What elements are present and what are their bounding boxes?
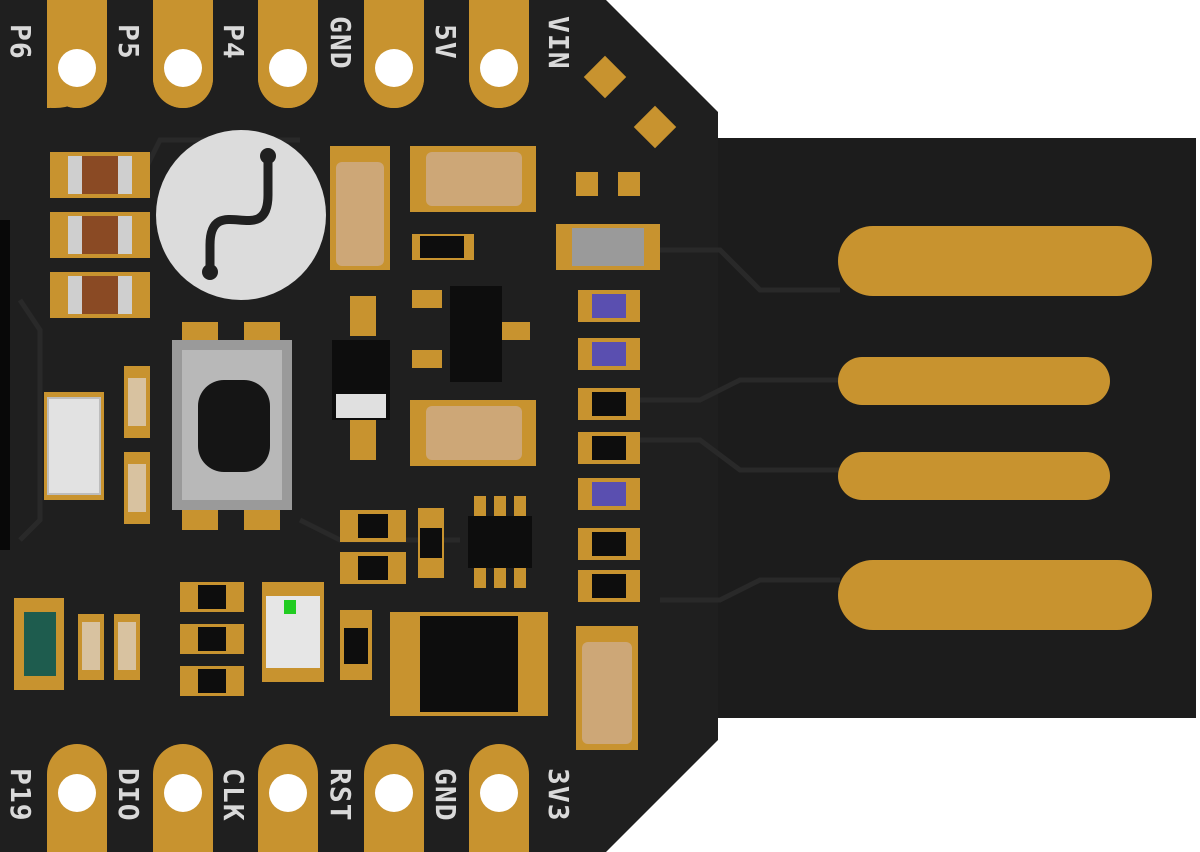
usb-plug bbox=[718, 138, 1196, 718]
pin-hole-5v bbox=[375, 49, 413, 87]
pin-label-vin: VIN bbox=[542, 16, 575, 70]
pin-label-p19: P19 bbox=[4, 768, 37, 822]
pin-label-3v3: 3V3 bbox=[542, 768, 575, 822]
usb-contact-dminus bbox=[838, 357, 1110, 405]
pin-label-clk: CLK bbox=[217, 768, 250, 822]
ic-chip bbox=[468, 496, 532, 588]
pin-label-gnd-top: GND bbox=[324, 16, 357, 70]
tantalum-caps bbox=[330, 146, 638, 750]
pin-hole-p5 bbox=[58, 49, 96, 87]
rgb-led bbox=[262, 582, 324, 682]
pin-label-gnd-bottom: GND bbox=[429, 768, 462, 822]
regulator-chip bbox=[412, 234, 530, 382]
pin-label-p4: P4 bbox=[217, 24, 250, 60]
bottom-left-parts bbox=[14, 582, 244, 696]
pin-hole-p4 bbox=[164, 49, 202, 87]
diode bbox=[332, 296, 390, 460]
pin-label-p6: P6 bbox=[4, 24, 37, 60]
pin-hole-vin bbox=[480, 49, 518, 87]
small-parts-column bbox=[578, 290, 640, 602]
small-caps bbox=[124, 366, 150, 524]
usb-contact-dplus bbox=[838, 452, 1110, 500]
reset-button-icon[interactable] bbox=[172, 322, 292, 530]
pin-label-rst: RST bbox=[324, 768, 357, 822]
pin-label-5v: 5V bbox=[429, 24, 462, 60]
pin-hole-gnd-bottom bbox=[480, 774, 518, 812]
wave-logo-icon bbox=[156, 130, 326, 300]
top-pins bbox=[47, 0, 529, 108]
resistor-array bbox=[50, 152, 150, 318]
pin-label-p5: P5 bbox=[112, 24, 145, 60]
usb-contact-vbus bbox=[838, 226, 1152, 296]
usb-contact-gnd bbox=[838, 560, 1152, 630]
usb-contacts bbox=[838, 226, 1152, 630]
edge-strip bbox=[0, 220, 10, 550]
pin-hole-clk bbox=[269, 774, 307, 812]
bottom-pins bbox=[47, 744, 529, 852]
pin-hole-dio bbox=[164, 774, 202, 812]
mid-caps bbox=[340, 508, 444, 584]
pin-hole-gnd-top bbox=[269, 49, 307, 87]
pin-hole-p19 bbox=[58, 774, 96, 812]
pin-label-dio: DIO bbox=[112, 768, 145, 822]
pin-hole-rst bbox=[375, 774, 413, 812]
